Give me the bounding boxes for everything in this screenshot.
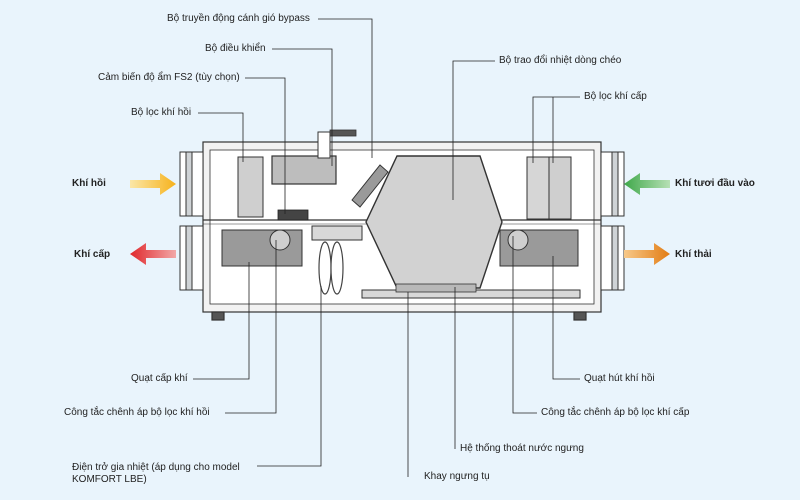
label-extract-fan: Quạt hút khí hồi bbox=[584, 373, 655, 384]
flow-label-fresh-air: Khí tươi đầu vào bbox=[675, 178, 755, 189]
return-air-arrow bbox=[130, 173, 176, 195]
left-lower-collar-rim bbox=[185, 225, 193, 291]
supply-air-arrow bbox=[130, 243, 176, 265]
leader-supply-filter-a bbox=[532, 96, 580, 163]
controller-mount bbox=[317, 131, 331, 159]
label-return-filter-pressure-switch: Công tắc chênh áp bộ lọc khí hồi bbox=[64, 407, 210, 418]
heater-coils bbox=[318, 241, 344, 295]
controller-box bbox=[271, 155, 337, 185]
label-heat-exchanger: Bộ trao đổi nhiệt dòng chéo bbox=[499, 55, 622, 66]
leader-humidity bbox=[245, 77, 286, 214]
left-upper-collar-rim bbox=[185, 151, 193, 217]
leader-bypass bbox=[318, 18, 373, 158]
label-humidity-sensor: Cảm biến độ ẩm FS2 (tùy chọn) bbox=[98, 72, 240, 83]
right-duct-collars bbox=[600, 151, 625, 291]
heater-housing bbox=[311, 225, 363, 241]
supply-filter-block-2 bbox=[548, 156, 572, 220]
foot-right bbox=[573, 311, 587, 321]
leader-heater bbox=[257, 286, 322, 467]
label-bypass-actuator: Bộ truyền động cánh gió bypass bbox=[167, 13, 310, 24]
controller-handle bbox=[329, 129, 357, 137]
label-condensate-drain: Hệ thống thoát nước ngưng bbox=[460, 443, 584, 454]
leader-supply-pressure bbox=[512, 236, 537, 414]
exhaust-air-arrow bbox=[624, 243, 670, 265]
label-supply-filter-pressure-switch: Công tắc chênh áp bộ lọc khí cấp bbox=[541, 407, 690, 418]
heat-exchanger-block bbox=[365, 155, 503, 289]
supply-fan-block bbox=[221, 229, 303, 267]
left-duct-collars bbox=[179, 151, 204, 291]
leader-heat-exchanger bbox=[452, 60, 495, 200]
flow-label-return-air: Khí hồi bbox=[72, 178, 106, 189]
fresh-air-arrow bbox=[624, 173, 670, 195]
humidity-sensor-block bbox=[277, 209, 309, 221]
return-air-filter-block bbox=[237, 156, 264, 218]
condensate-drain-block bbox=[395, 283, 477, 293]
extract-fan-motor bbox=[507, 229, 529, 251]
label-heater: Điện trở gia nhiệt (áp dụng cho model KO… bbox=[72, 462, 240, 485]
label-supply-fan: Quạt cấp khí bbox=[131, 373, 188, 384]
supply-filter-block-1 bbox=[526, 156, 550, 220]
leader-lines bbox=[193, 18, 580, 477]
right-lower-collar-rim bbox=[611, 225, 619, 291]
foot-left bbox=[211, 311, 225, 321]
label-controller: Bộ điều khiển bbox=[205, 43, 266, 54]
bypass-actuator-block bbox=[351, 164, 389, 208]
supply-fan-motor bbox=[269, 229, 291, 251]
leader-controller bbox=[272, 48, 333, 166]
flow-label-exhaust-air: Khí thải bbox=[675, 249, 712, 260]
flow-label-supply-air: Khí cấp bbox=[74, 249, 111, 260]
leader-extract-fan bbox=[552, 256, 580, 380]
leader-return-pressure bbox=[225, 240, 277, 414]
label-return-air-filter: Bộ lọc khí hồi bbox=[131, 107, 192, 118]
label-supply-air-filter: Bộ lọc khí cấp bbox=[584, 91, 647, 102]
leader-return-filter bbox=[198, 112, 244, 162]
leader-supply-fan bbox=[193, 262, 250, 380]
right-upper-collar-rim bbox=[611, 151, 619, 217]
label-condensate-tray: Khay ngưng tụ bbox=[424, 471, 490, 482]
